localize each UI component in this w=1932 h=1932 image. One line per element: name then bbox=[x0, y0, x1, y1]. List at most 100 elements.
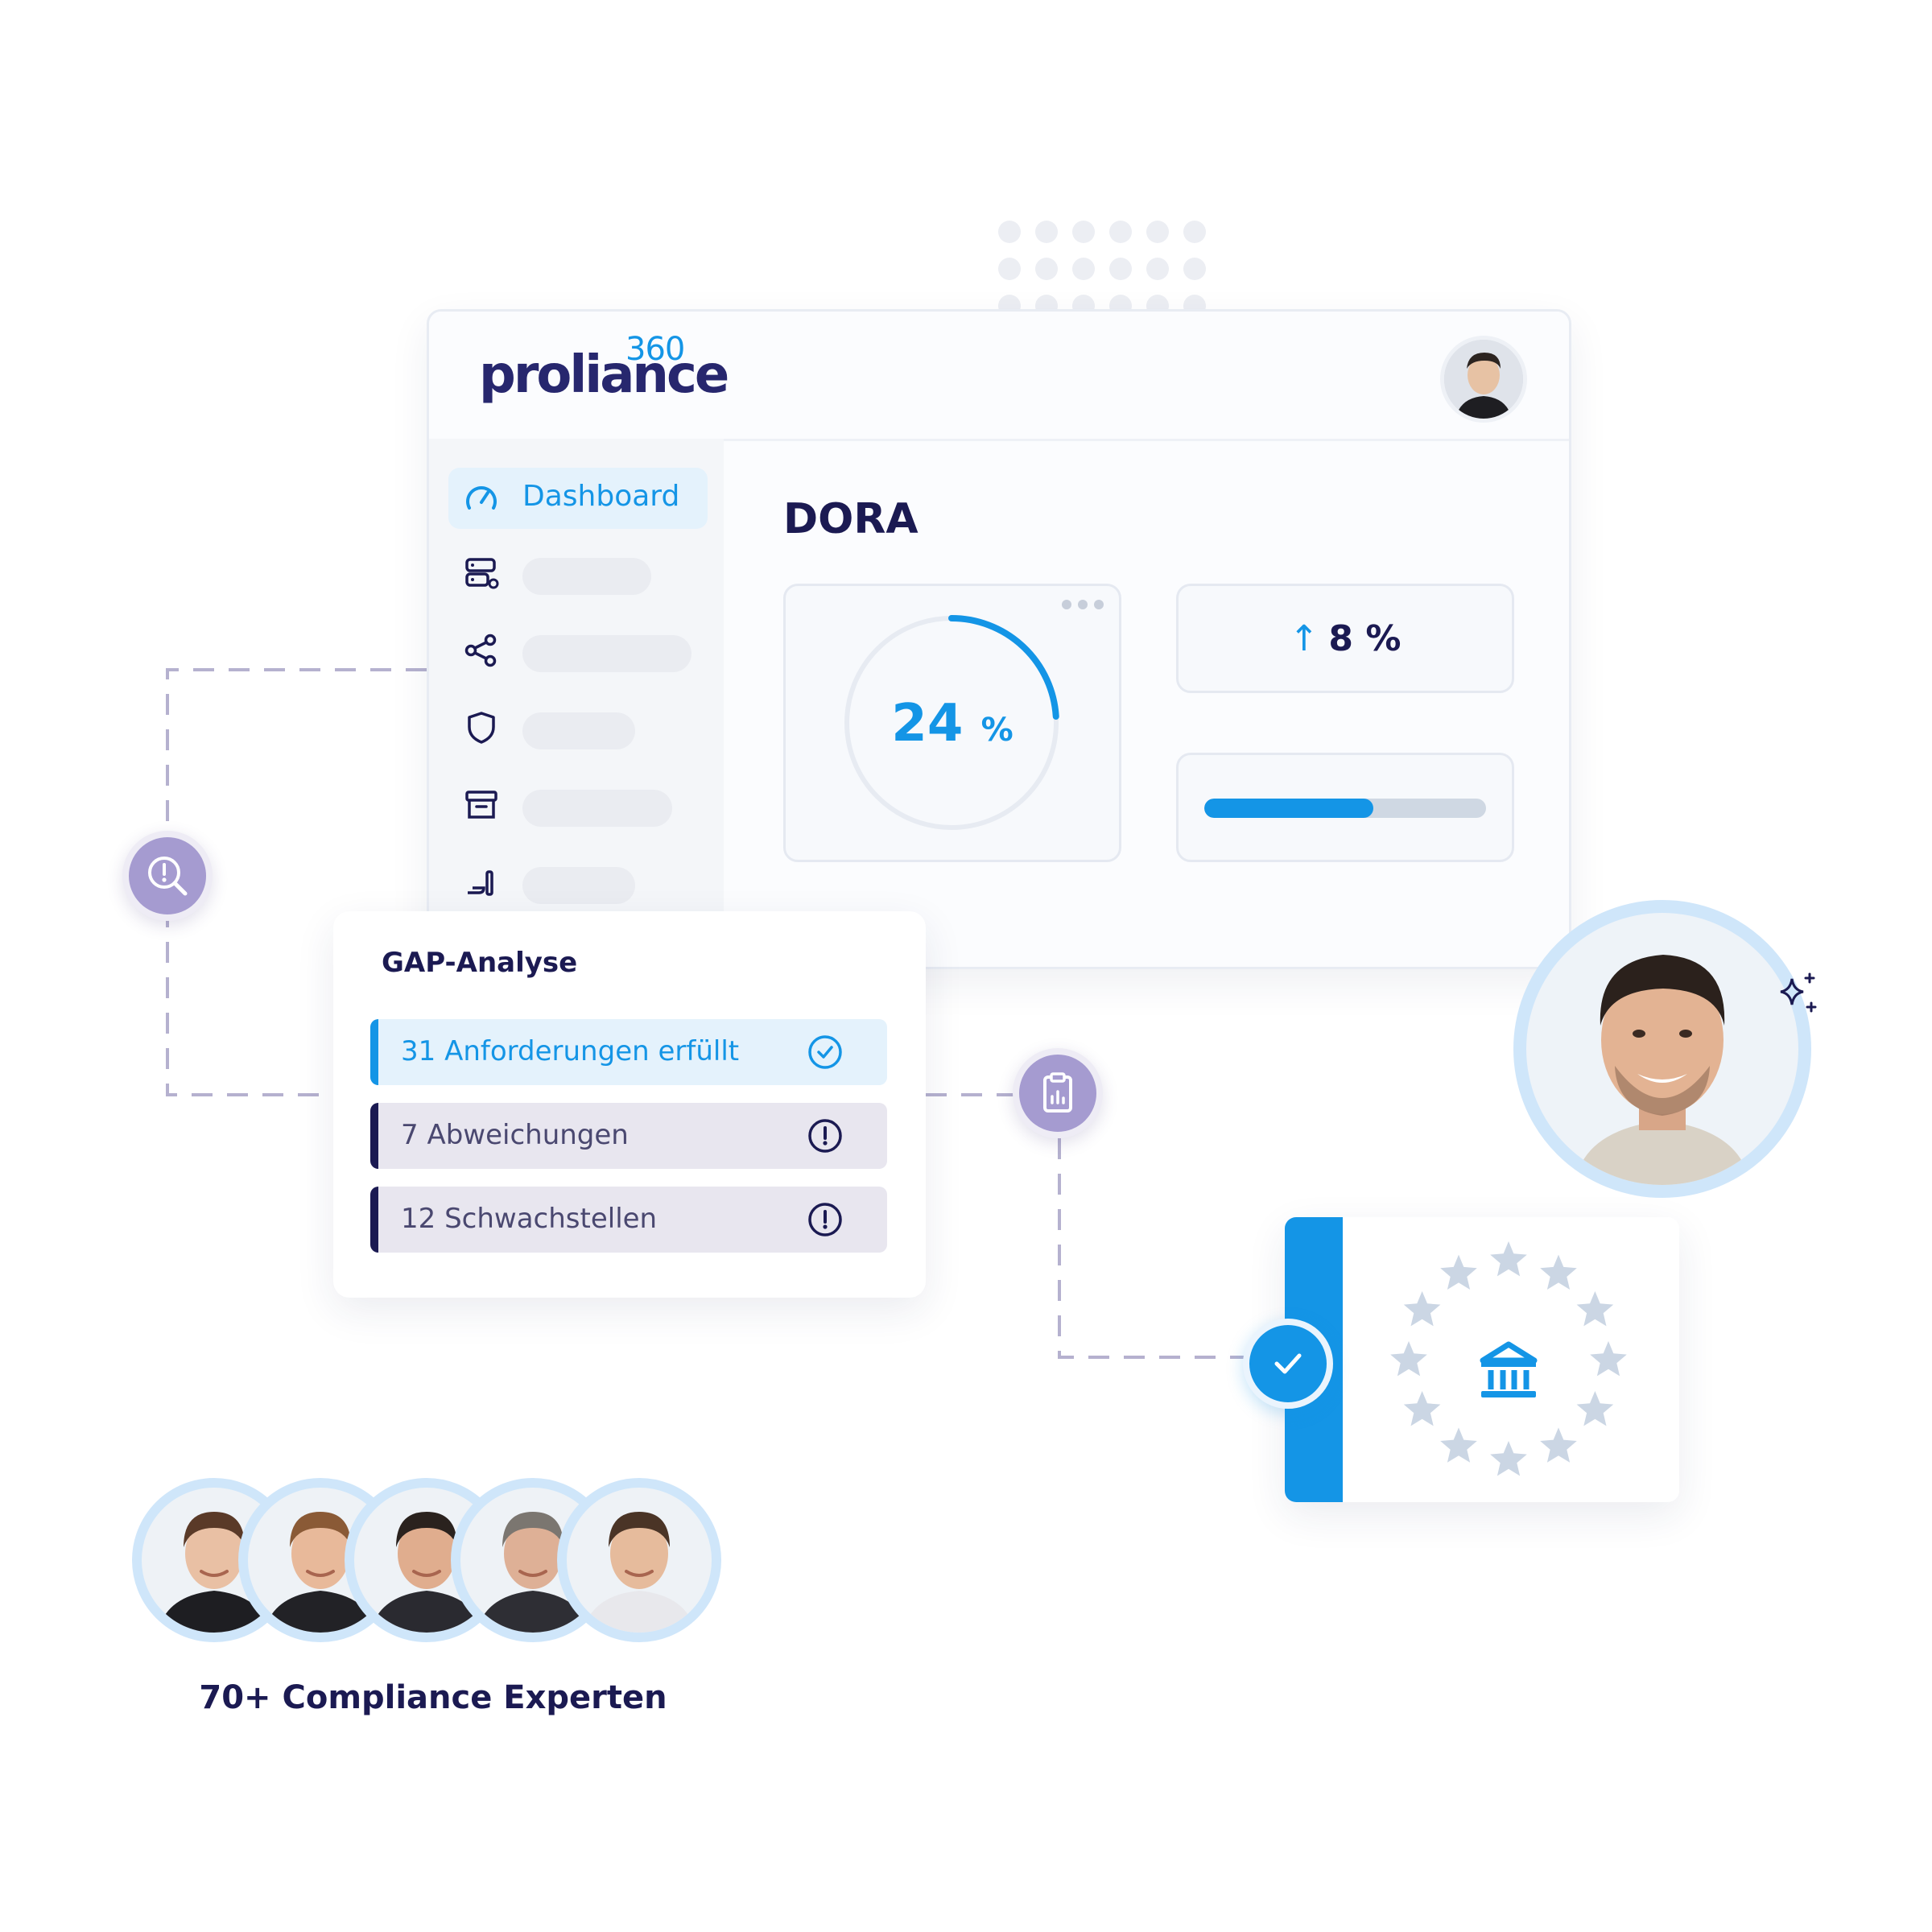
gap-row-label: 12 Schwachstellen bbox=[401, 1203, 658, 1235]
dot bbox=[1109, 221, 1132, 243]
dot bbox=[1146, 221, 1169, 243]
gap-row-indicator bbox=[370, 1019, 378, 1085]
eu-star bbox=[1576, 1291, 1614, 1327]
eu-star bbox=[1590, 1341, 1627, 1377]
gap-row-indicator bbox=[370, 1187, 378, 1253]
user-avatar-image bbox=[1444, 340, 1523, 419]
progress-ring bbox=[844, 615, 1059, 831]
sidebar-item-archive[interactable] bbox=[448, 774, 708, 835]
experts-label: 70+ Compliance Experten bbox=[199, 1679, 667, 1716]
dot bbox=[1072, 258, 1095, 280]
clipboard-node[interactable] bbox=[1013, 1048, 1103, 1138]
dot bbox=[1183, 258, 1206, 280]
more-options-icon[interactable] bbox=[1061, 599, 1104, 610]
kpi-value: 8 % bbox=[1328, 618, 1402, 659]
sidebar-placeholder bbox=[522, 558, 651, 595]
gap-row-fulfilled[interactable]: 31 Anforderungen erfüllt bbox=[370, 1019, 887, 1085]
progress-value: 24 bbox=[891, 694, 964, 753]
expert-photo bbox=[460, 1488, 605, 1633]
dot bbox=[1035, 258, 1058, 280]
sparkle-icon bbox=[1780, 972, 1817, 1013]
sidebar: Dashboard bbox=[429, 439, 724, 967]
progress-ring-card[interactable]: 24 % bbox=[783, 584, 1121, 862]
eu-star bbox=[1576, 1391, 1614, 1426]
dot bbox=[1035, 295, 1058, 311]
sidebar-item-dashboard[interactable]: Dashboard bbox=[448, 468, 708, 529]
progress-bar bbox=[1204, 799, 1486, 818]
eu-star bbox=[1403, 1391, 1441, 1426]
eu-star bbox=[1440, 1254, 1477, 1290]
archive-icon bbox=[465, 791, 497, 819]
eu-star bbox=[1490, 1241, 1527, 1277]
gap-row-indicator bbox=[370, 1103, 378, 1169]
dot bbox=[1146, 258, 1169, 280]
kpi-value-group: ↑8 % bbox=[1179, 618, 1512, 659]
page-title: DORA bbox=[783, 495, 919, 543]
search-alert-icon bbox=[148, 857, 188, 896]
check-icon bbox=[1274, 1353, 1302, 1374]
eu-star bbox=[1490, 1441, 1527, 1476]
sidebar-item-reports[interactable] bbox=[448, 851, 708, 912]
sidebar-item-label: Dashboard bbox=[522, 480, 680, 513]
gauge-icon bbox=[466, 486, 497, 510]
dot bbox=[998, 295, 1021, 311]
chart-hand-icon bbox=[468, 870, 493, 896]
sidebar-item-servers[interactable] bbox=[448, 542, 708, 603]
dot bbox=[1109, 295, 1132, 311]
dot bbox=[1183, 295, 1206, 311]
eu-regulation-card[interactable] bbox=[1285, 1217, 1679, 1502]
dot bbox=[998, 258, 1021, 280]
gap-analysis-title: GAP-Analyse bbox=[382, 947, 578, 979]
progress-bar-fill bbox=[1204, 799, 1373, 818]
shield-icon bbox=[468, 712, 495, 744]
eu-star bbox=[1440, 1427, 1477, 1463]
eu-star bbox=[1403, 1291, 1441, 1327]
connector-right bbox=[926, 1093, 1256, 1359]
gap-analysis-card: GAP-Analyse 31 Anforderungen erfüllt 7 A… bbox=[333, 911, 926, 1298]
gap-row-label: 7 Abweichungen bbox=[401, 1119, 629, 1151]
dot-grid-decoration bbox=[998, 221, 1216, 311]
eu-star bbox=[1390, 1341, 1427, 1377]
sidebar-item-share[interactable] bbox=[448, 619, 708, 680]
app-header: proliance 360 bbox=[429, 312, 1569, 441]
eu-stars-ring bbox=[1390, 1241, 1627, 1476]
dot bbox=[1072, 295, 1095, 311]
brand-logo[interactable]: proliance bbox=[479, 345, 729, 405]
user-avatar[interactable] bbox=[1440, 336, 1527, 423]
server-settings-icon bbox=[465, 558, 499, 589]
sidebar-placeholder bbox=[522, 867, 635, 904]
brand-logo-superscript: 360 bbox=[625, 331, 685, 368]
expert-avatar-large[interactable] bbox=[1513, 900, 1811, 1198]
dot bbox=[998, 221, 1021, 243]
share-icon bbox=[464, 634, 497, 667]
expert-photo bbox=[1526, 913, 1798, 1185]
dot bbox=[1146, 295, 1169, 311]
eu-star bbox=[1540, 1427, 1577, 1463]
gap-row-deviations[interactable]: 7 Abweichungen bbox=[370, 1103, 887, 1169]
gap-row-weaknesses[interactable]: 12 Schwachstellen bbox=[370, 1187, 887, 1253]
dot bbox=[1035, 221, 1058, 243]
gap-row-label: 31 Anforderungen erfüllt bbox=[401, 1035, 740, 1067]
progress-ring-arc bbox=[844, 615, 1059, 831]
expert-avatar[interactable] bbox=[557, 1478, 721, 1642]
expert-photo bbox=[567, 1488, 712, 1633]
alert-circle-icon bbox=[808, 1203, 842, 1236]
arrow-up-icon: ↑ bbox=[1289, 618, 1319, 659]
sidebar-placeholder bbox=[522, 790, 672, 827]
check-node[interactable] bbox=[1243, 1319, 1333, 1409]
app-window: proliance 360 Dashboard bbox=[427, 309, 1571, 969]
progress-unit: % bbox=[980, 712, 1013, 749]
kpi-card[interactable]: ↑8 % bbox=[1176, 584, 1514, 693]
sidebar-item-security[interactable] bbox=[448, 696, 708, 758]
sidebar-placeholder bbox=[522, 712, 635, 749]
bank-icon bbox=[1480, 1341, 1538, 1397]
progress-percentage: 24 % bbox=[786, 694, 1119, 753]
search-node[interactable] bbox=[122, 831, 213, 921]
check-circle-icon bbox=[808, 1035, 842, 1069]
progress-bar-card[interactable] bbox=[1176, 753, 1514, 862]
alert-circle-icon bbox=[808, 1119, 842, 1153]
dot bbox=[1109, 258, 1132, 280]
clipboard-chart-icon bbox=[1043, 1072, 1072, 1113]
dot bbox=[1183, 221, 1206, 243]
sidebar-placeholder bbox=[522, 635, 691, 672]
